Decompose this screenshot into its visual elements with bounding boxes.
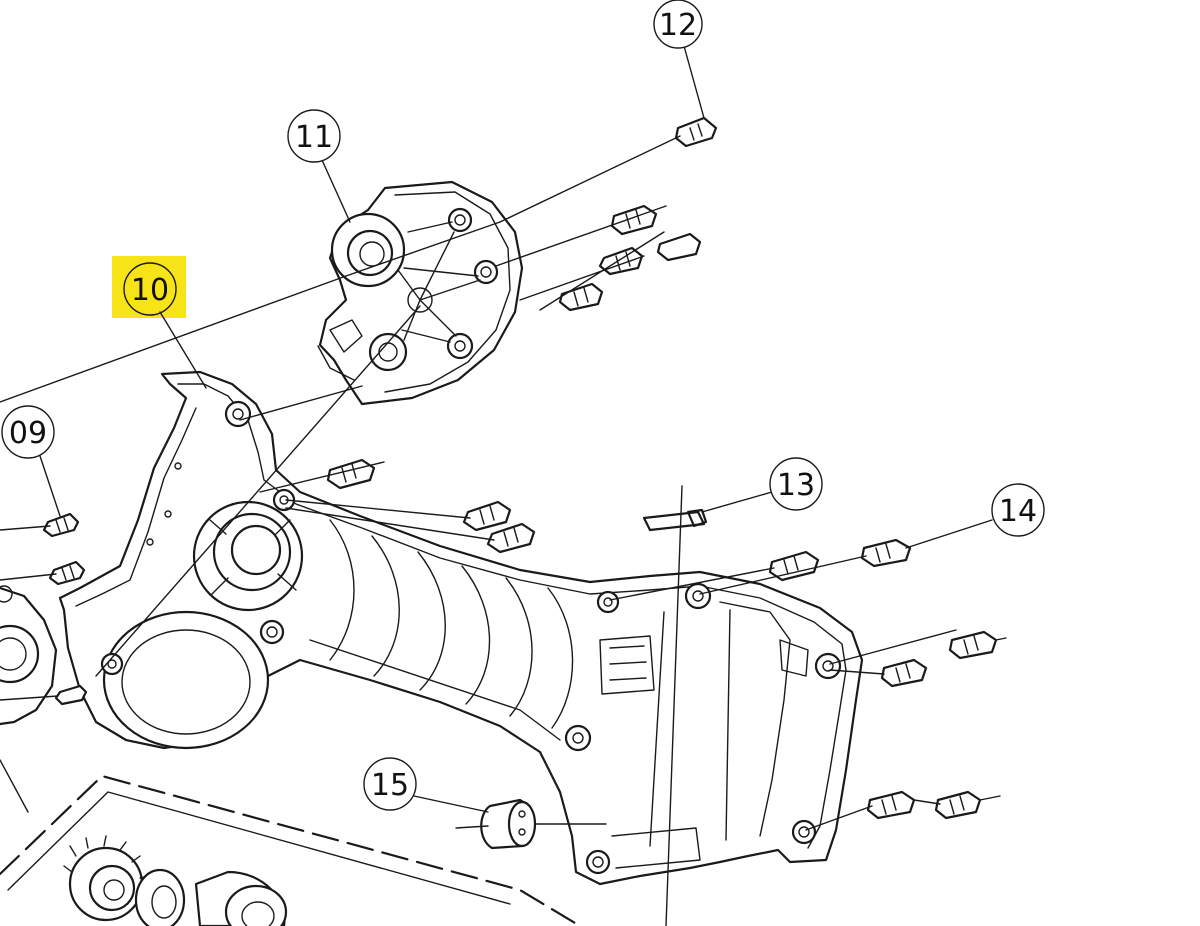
- screw-12: [674, 116, 718, 148]
- part-13-key: [642, 508, 708, 532]
- screw: [656, 232, 702, 262]
- screw: [48, 560, 86, 586]
- callout-13-label: 13: [777, 468, 815, 503]
- screw: [54, 684, 88, 706]
- screw: [866, 790, 916, 820]
- callout-15-label: 15: [371, 768, 409, 803]
- callout-10-label: 10: [131, 273, 169, 308]
- callout-13: 13: [701, 457, 823, 513]
- screw: [610, 204, 658, 236]
- callout-09: 09: [1, 405, 61, 517]
- callout-11-label: 11: [295, 120, 333, 155]
- callout-10-highlighted: 10: [112, 256, 207, 389]
- callout-14-label: 14: [999, 494, 1037, 529]
- partial-part-left: [0, 585, 58, 726]
- callout-09-label: 09: [9, 416, 47, 451]
- screw: [880, 658, 928, 688]
- drive-gear: [63, 835, 149, 922]
- callout-11: 11: [287, 109, 351, 223]
- part-11-gear-cover: [317, 180, 524, 406]
- part-10-housing: [58, 370, 864, 886]
- callout-15: 15: [363, 757, 489, 813]
- screw: [558, 282, 604, 312]
- bearing: [194, 870, 288, 926]
- screw: [462, 500, 512, 532]
- screw: [948, 630, 998, 660]
- screw-09: [42, 512, 80, 538]
- screw-14: [860, 538, 912, 568]
- gear-box-outline: [0, 759, 582, 926]
- part-15-bushing: [480, 798, 537, 850]
- screw: [486, 522, 536, 554]
- callout-14: 14: [905, 483, 1045, 549]
- leader-lines: [0, 135, 1007, 926]
- washer: [134, 868, 186, 926]
- callout-12-label: 12: [659, 8, 697, 43]
- screw: [934, 790, 982, 820]
- callout-12: 12: [653, 0, 705, 119]
- screw: [768, 550, 820, 582]
